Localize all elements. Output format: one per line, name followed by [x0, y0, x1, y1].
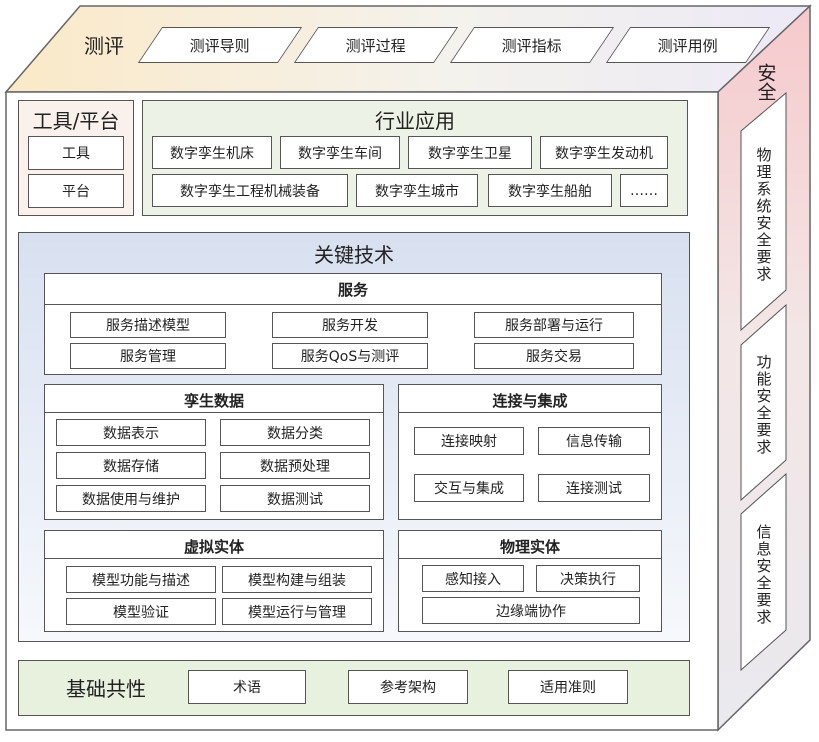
industry-item-satellite: 数字孪生卫星 — [408, 136, 532, 169]
evaluation-label: 测评 — [84, 34, 124, 58]
security-item-information: 信息安全要求 — [754, 524, 773, 626]
service-item-description-model: 服务描述模型 — [70, 312, 226, 338]
physical-item-decision-execution: 决策执行 — [536, 565, 640, 592]
industry-title: 行业应用 — [375, 109, 455, 133]
twin-data-item-representation: 数据表示 — [56, 419, 206, 446]
tools-platform-title: 工具/平台 — [32, 109, 120, 133]
twin-data-item-testing: 数据测试 — [220, 485, 370, 512]
twin-data-title: 孪生数据 — [183, 392, 244, 410]
physical-entity-title: 物理实体 — [499, 538, 560, 556]
connection-item-mapping: 连接映射 — [414, 427, 524, 455]
evaluation-item-metrics: 测评指标 — [449, 27, 615, 63]
security-item-functional: 功能安全要求 — [754, 354, 773, 456]
twin-data-item-storage: 数据存储 — [56, 452, 206, 479]
physical-entity-divider — [398, 558, 662, 559]
connection-item-testing: 连接测试 — [538, 474, 650, 502]
twin-data-item-preprocessing: 数据预处理 — [220, 452, 370, 479]
virtual-entity-title: 虚拟实体 — [183, 538, 244, 556]
virtual-item-function-description: 模型功能与描述 — [66, 566, 216, 593]
virtual-item-verification: 模型验证 — [66, 598, 216, 625]
evaluation-item-guidelines: 测评导则 — [137, 27, 303, 63]
connection-item-interaction: 交互与集成 — [414, 474, 524, 502]
industry-item-city: 数字孪生城市 — [356, 174, 478, 207]
connection-divider — [398, 412, 662, 413]
industry-item-engine: 数字孪生发动机 — [540, 136, 668, 169]
connection-title: 连接与集成 — [492, 392, 568, 410]
industry-item-ship: 数字孪生船舶 — [488, 174, 612, 207]
industry-item-machine-tool: 数字孪生机床 — [152, 136, 272, 169]
foundation-title: 基础共性 — [66, 677, 146, 701]
service-item-qos-evaluation: 服务QoS与测评 — [272, 343, 428, 369]
physical-item-sensing-access: 感知接入 — [422, 565, 524, 592]
service-item-development: 服务开发 — [272, 312, 428, 338]
tools-item-tool: 工具 — [28, 136, 124, 170]
evaluation-item-process: 测评过程 — [293, 27, 459, 63]
twin-data-item-classification: 数据分类 — [220, 419, 370, 446]
service-title: 服务 — [337, 281, 368, 299]
security-strip-physical — [740, 91, 787, 332]
foundation-item-terminology: 术语 — [188, 670, 306, 704]
connection-item-transmission: 信息传输 — [538, 427, 650, 455]
security-label: 安全 — [754, 63, 777, 101]
foundation-item-applicable-criteria: 适用准则 — [508, 670, 628, 704]
virtual-entity-divider — [44, 558, 384, 559]
industry-item-workshop: 数字孪生车间 — [280, 136, 400, 169]
service-item-trading: 服务交易 — [474, 343, 634, 369]
industry-item-ellipsis: …… — [620, 174, 668, 207]
service-item-deployment: 服务部署与运行 — [474, 312, 634, 338]
tools-item-platform: 平台 — [28, 174, 124, 208]
service-item-management: 服务管理 — [70, 343, 226, 369]
foundation-item-reference-architecture: 参考架构 — [348, 670, 468, 704]
security-item-physical-system: 物理系统安全要求 — [754, 147, 773, 283]
service-divider — [44, 304, 662, 305]
industry-item-engineering-machinery: 数字孪生工程机械装备 — [152, 174, 348, 207]
key-tech-title: 关键技术 — [314, 243, 394, 267]
physical-item-edge-collaboration: 边缘端协作 — [422, 597, 640, 624]
virtual-item-build-assembly: 模型构建与组装 — [222, 566, 372, 593]
security-strip-functional — [740, 303, 787, 502]
twin-data-divider — [44, 412, 384, 413]
security-strip-information — [740, 472, 787, 672]
virtual-item-operation-management: 模型运行与管理 — [222, 598, 372, 625]
twin-data-item-usage-maintenance: 数据使用与维护 — [56, 485, 206, 512]
